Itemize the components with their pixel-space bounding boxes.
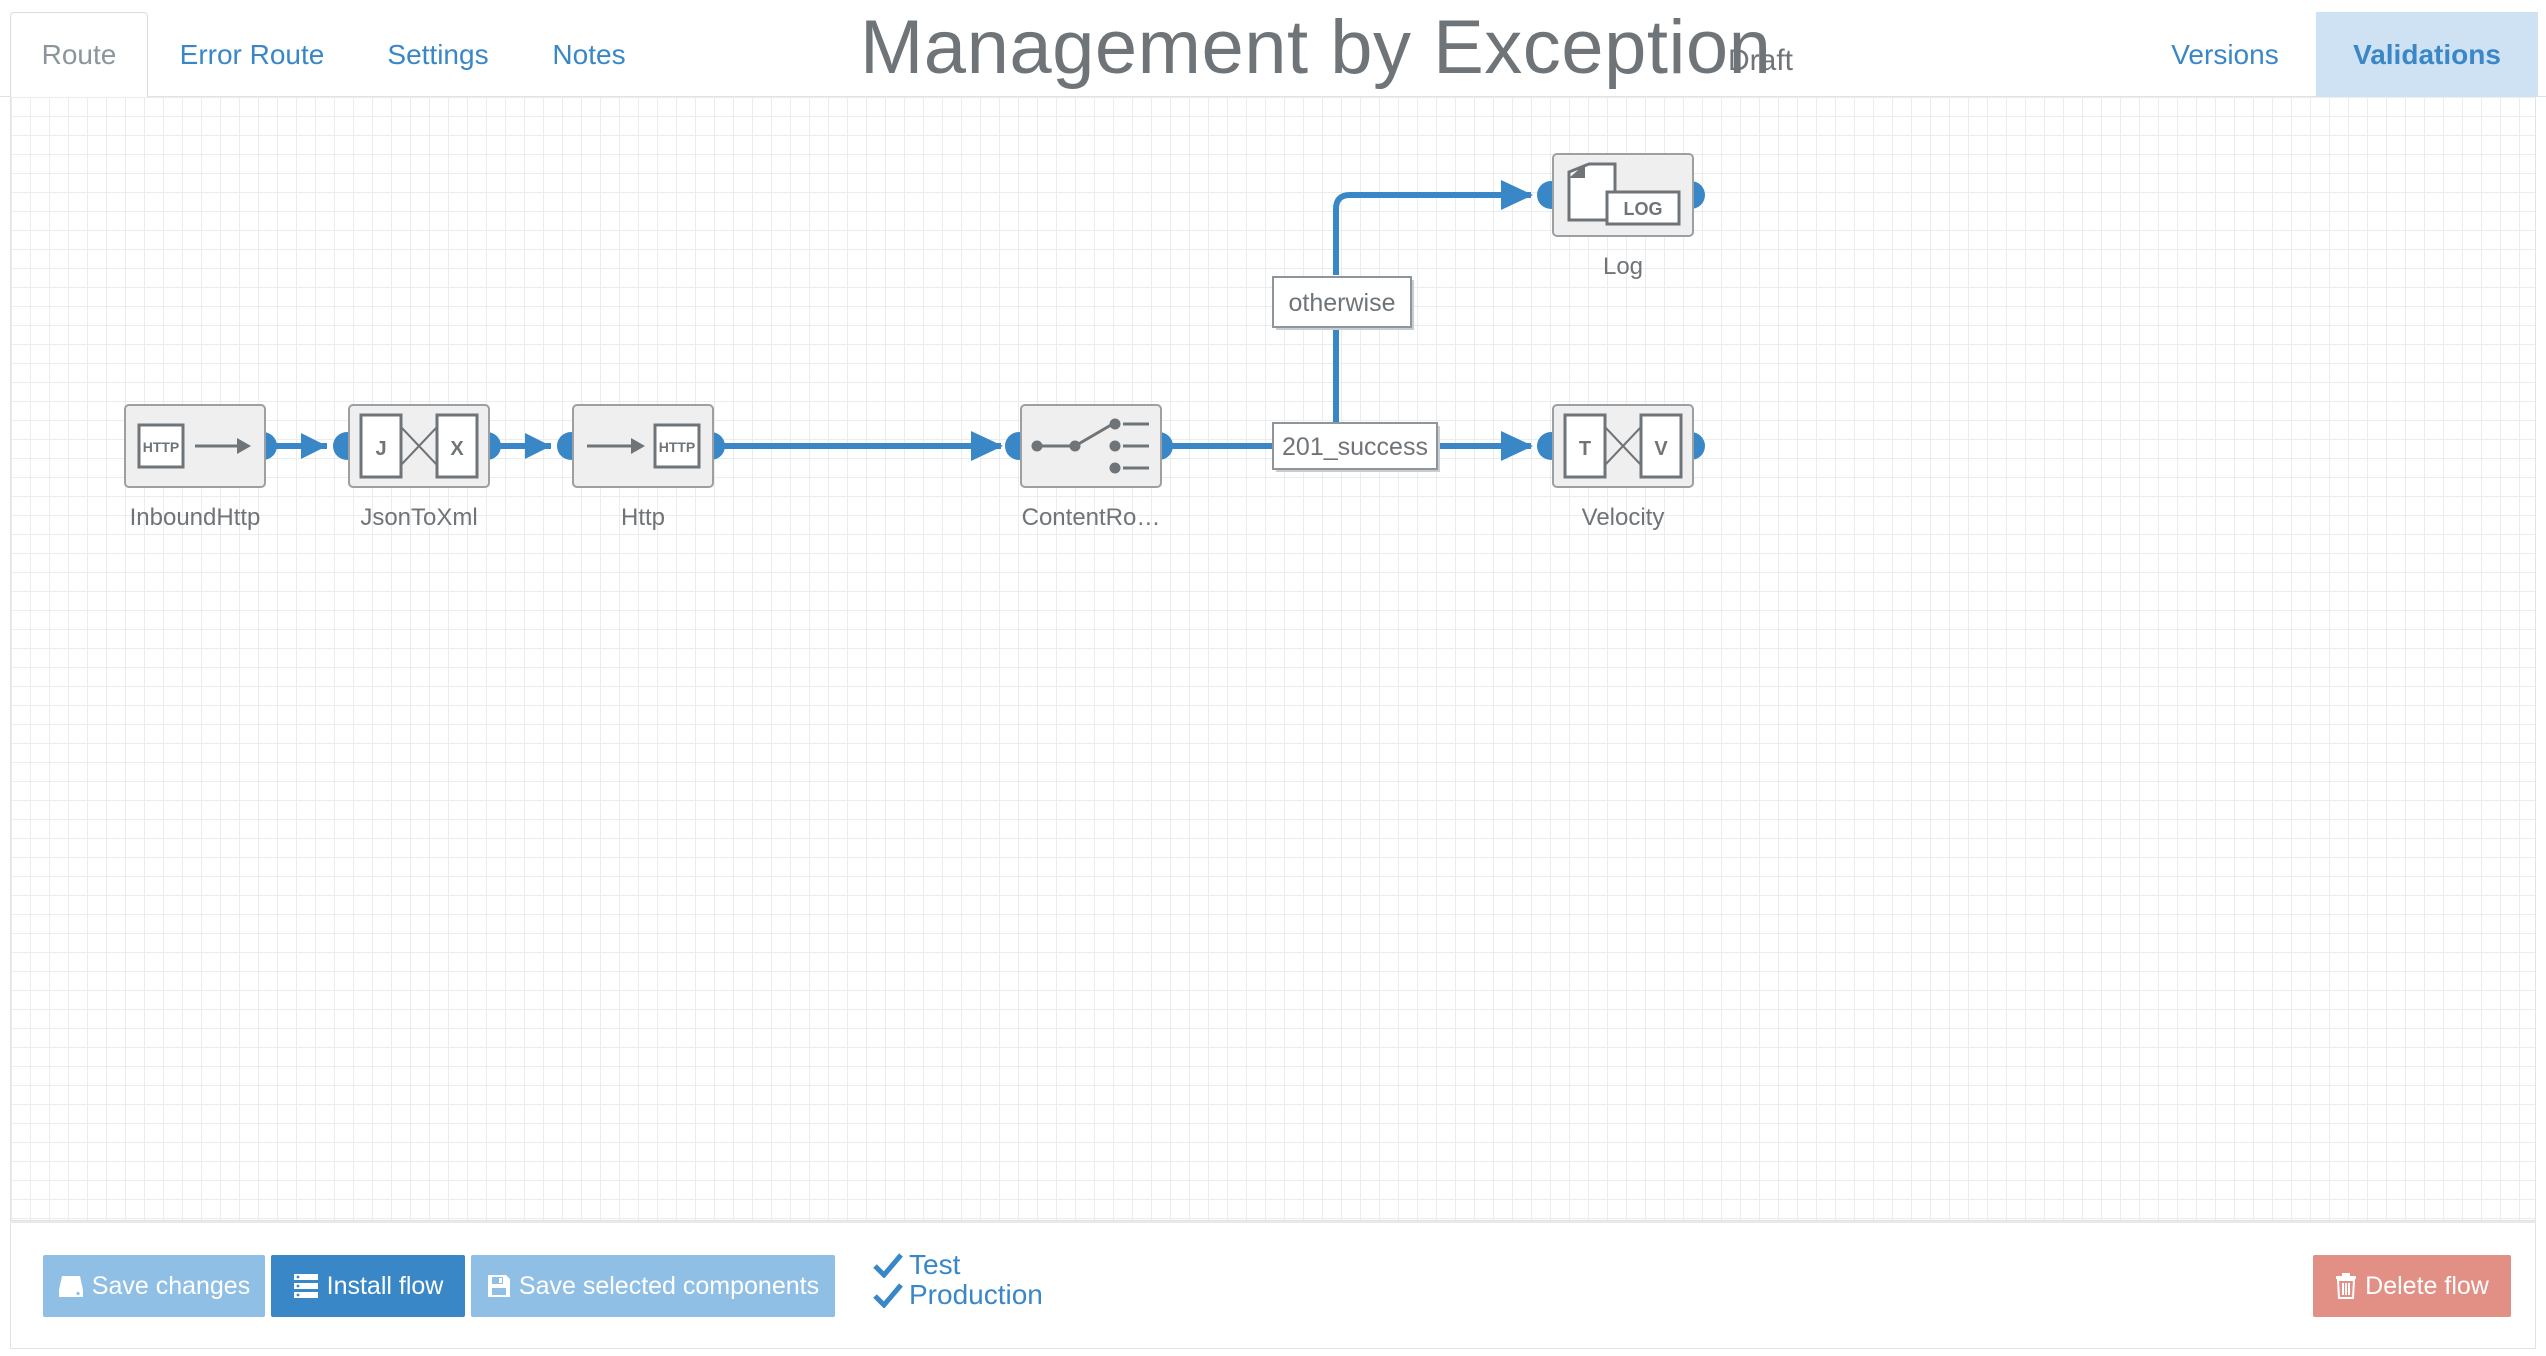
checkmark-icon (873, 1283, 903, 1308)
condition-201-success[interactable]: 201_success (1272, 422, 1440, 472)
save-selected-components-button[interactable]: Save selected components (471, 1255, 835, 1317)
bottom-toolbar: Save changes Install flow Save selected … (10, 1221, 2536, 1349)
tab-divider-right (148, 96, 2546, 97)
delete-flow-label: Delete flow (2365, 1271, 2489, 1300)
install-flow-button[interactable]: Install flow (271, 1255, 465, 1317)
arrowhead-velocity (1501, 431, 1533, 461)
node-label-velocity: Velocity (1582, 504, 1665, 531)
env-test-label: Test (909, 1249, 961, 1280)
node-http[interactable]: HTTP Http (572, 404, 714, 531)
tab-validations[interactable]: Validations (2316, 12, 2538, 97)
http-inbound-icon: HTTP (137, 423, 251, 469)
checkmark-icon (873, 1253, 903, 1278)
tab-route[interactable]: Route (10, 12, 148, 97)
node-inbound-http[interactable]: HTTP InboundHttp (124, 404, 266, 531)
save-changes-label: Save changes (91, 1271, 251, 1300)
transform-right-letter: X (450, 438, 464, 460)
arrowhead-jsontoxml (301, 433, 327, 459)
save-selected-components-label: Save selected components (518, 1271, 820, 1300)
connector-otherwise-to-log[interactable] (1333, 192, 1531, 275)
env-production[interactable]: Production (873, 1279, 1043, 1311)
delete-flow-button[interactable]: Delete flow (2313, 1255, 2511, 1317)
tab-divider-left (0, 96, 10, 97)
node-label-content-router: ContentRo… (1022, 504, 1161, 531)
node-label-inbound-http: InboundHttp (130, 504, 261, 531)
flow-canvas[interactable]: HTTP InboundHttp J X JsonToXml (10, 97, 2536, 1221)
node-json-to-xml[interactable]: J X JsonToXml (348, 404, 490, 531)
hard-drive-icon (58, 1276, 83, 1297)
condition-label-201-success: 201_success (1282, 433, 1428, 461)
trash-icon (2336, 1273, 2357, 1299)
log-icon: LOG (1567, 162, 1681, 226)
tab-error-route[interactable]: Error Route (179, 38, 325, 70)
switch-icon (1031, 418, 1149, 474)
arrowhead-http (525, 433, 551, 459)
transform-right-letter: V (1654, 438, 1668, 460)
transform-icon: T V (1563, 413, 1683, 479)
floppy-disk-icon (487, 1275, 510, 1297)
arrowhead-router (971, 431, 1003, 461)
install-flow-label: Install flow (326, 1271, 444, 1300)
node-velocity[interactable]: T V Velocity (1552, 404, 1694, 531)
transform-left-letter: T (1579, 438, 1591, 460)
tab-versions[interactable]: Versions (2171, 38, 2279, 70)
env-test[interactable]: Test (873, 1249, 960, 1281)
env-production-label: Production (909, 1279, 1043, 1310)
node-label-json-to-xml: JsonToXml (360, 504, 477, 531)
node-label-http: Http (621, 504, 665, 531)
http-outbound-icon: HTTP (587, 423, 701, 469)
server-icon (293, 1274, 318, 1298)
transform-left-letter: J (375, 438, 386, 460)
tab-notes[interactable]: Notes (552, 38, 626, 70)
tab-settings[interactable]: Settings (387, 38, 489, 70)
node-label-log: Log (1603, 253, 1643, 280)
draft-status: Draft (1728, 44, 1794, 77)
condition-label-otherwise: otherwise (1289, 289, 1396, 317)
http-badge: HTTP (143, 439, 180, 455)
transform-icon: J X (359, 413, 479, 479)
page-title: Management by Exception (860, 5, 1772, 90)
log-badge: LOG (1624, 199, 1663, 219)
condition-otherwise[interactable]: otherwise (1272, 276, 1414, 330)
node-log[interactable]: LOG Log (1552, 153, 1694, 280)
flow-diagram: HTTP InboundHttp J X JsonToXml (124, 153, 1705, 531)
node-content-router[interactable]: ContentRo… (1020, 404, 1162, 531)
arrowhead-log (1501, 180, 1533, 210)
top-tab-bar: Route Error Route Settings Notes Managem… (0, 0, 2546, 97)
arrowheads (301, 180, 1533, 461)
http-badge: HTTP (659, 439, 696, 455)
save-changes-button[interactable]: Save changes (43, 1255, 265, 1317)
